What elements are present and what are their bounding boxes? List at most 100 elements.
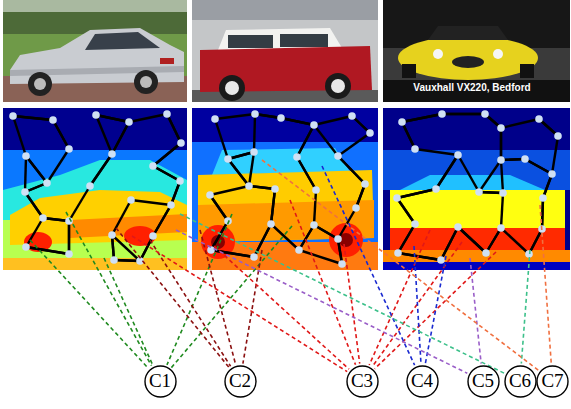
graph-edge (112, 122, 129, 154)
graph-edge (43, 218, 69, 221)
circle-outline (225, 366, 256, 397)
graph-point (22, 243, 30, 251)
graph-edge (501, 119, 539, 128)
graph-edge (25, 156, 26, 192)
leader-line (180, 214, 504, 373)
graph-edge (114, 260, 140, 261)
graph-point (499, 189, 507, 197)
graph-edge (398, 253, 441, 260)
photo-caption: Vauxhall VX220, Bedford (411, 82, 532, 93)
graph-edge (356, 184, 365, 208)
graph-edge (314, 225, 338, 239)
graph-edge (112, 122, 129, 154)
graph-edge (402, 114, 442, 122)
graph-edge (297, 157, 316, 190)
graph-edge (228, 159, 249, 186)
graph-edge (210, 195, 228, 221)
graph-edge (228, 152, 254, 159)
graph-edge (529, 229, 542, 254)
graph-edge (436, 155, 458, 189)
graph-edge (13, 116, 53, 120)
graph-edge (167, 114, 181, 143)
cluster-label: C6 (509, 370, 531, 392)
graph-edge (228, 159, 249, 186)
graph-edge (211, 250, 254, 257)
graph-point (310, 121, 318, 129)
cluster-circle: C6 (504, 365, 537, 398)
circle-outline (537, 366, 568, 397)
segmentation-map (383, 108, 570, 270)
graph-edge (26, 156, 47, 183)
graph-edge (90, 154, 112, 186)
circle-outline (468, 366, 499, 397)
graph-edge (539, 119, 558, 136)
graph-edge (281, 118, 314, 125)
cluster-circle: C7 (536, 365, 569, 398)
graph-edge (26, 218, 43, 247)
graph-edge (539, 119, 558, 136)
graph-edge (249, 186, 275, 189)
graph-edge (25, 192, 43, 218)
graph-point (475, 188, 483, 196)
graph-edge (153, 205, 171, 236)
graph-edge (25, 192, 43, 218)
graph-edge (255, 114, 281, 118)
graph-edge (249, 152, 254, 186)
leader-line (521, 250, 530, 364)
graph-point (127, 196, 135, 204)
leader-line (176, 230, 467, 373)
graph-point (482, 249, 490, 257)
graph-edge (13, 116, 26, 156)
graph-overlay (9, 110, 562, 268)
graph-point (39, 214, 47, 222)
graph-point (437, 256, 445, 264)
graph-edge (458, 155, 479, 192)
leader-line (262, 160, 539, 370)
graph-edge (543, 174, 552, 198)
graph-point (92, 111, 100, 119)
graph-edge (90, 154, 112, 186)
graph-edge (153, 205, 171, 236)
graph-point (481, 110, 489, 118)
graph-point (9, 112, 17, 120)
graph-edge (96, 115, 112, 154)
graph-edge (68, 221, 70, 254)
graph-point (539, 194, 547, 202)
cluster-circle: C5 (467, 365, 500, 398)
cluster-label: C4 (411, 370, 433, 392)
cluster-circle: C2 (224, 365, 257, 398)
graph-edge (397, 198, 415, 224)
graph-point (49, 116, 57, 124)
leader-line (470, 258, 481, 364)
graph-edge (297, 125, 314, 157)
graph-edge (441, 227, 458, 260)
graph-edge (543, 174, 552, 198)
graph-edge (442, 113, 485, 115)
leader-line (375, 252, 496, 369)
graph-edge (436, 155, 458, 189)
leader-line (540, 205, 551, 364)
graph-point (108, 150, 116, 158)
graph-edge (338, 208, 356, 239)
graph-edge (397, 198, 415, 224)
graph-point (352, 204, 360, 212)
graph-edge (271, 189, 275, 224)
graph-edge (47, 149, 69, 183)
graph-point (108, 231, 116, 239)
leader-line (104, 258, 153, 365)
graph-point (86, 182, 94, 190)
graph-point (295, 246, 303, 254)
leader-line (414, 246, 421, 364)
graph-edge (211, 250, 254, 257)
graph-edge (397, 189, 436, 198)
graph-point (22, 152, 30, 160)
graph-edge (171, 181, 180, 205)
cluster-label: C7 (541, 370, 563, 392)
circle-outline (347, 366, 378, 397)
graph-point (497, 156, 505, 164)
graph-edge (486, 228, 501, 253)
graph-edge (314, 125, 338, 156)
graph-edge (402, 114, 442, 122)
